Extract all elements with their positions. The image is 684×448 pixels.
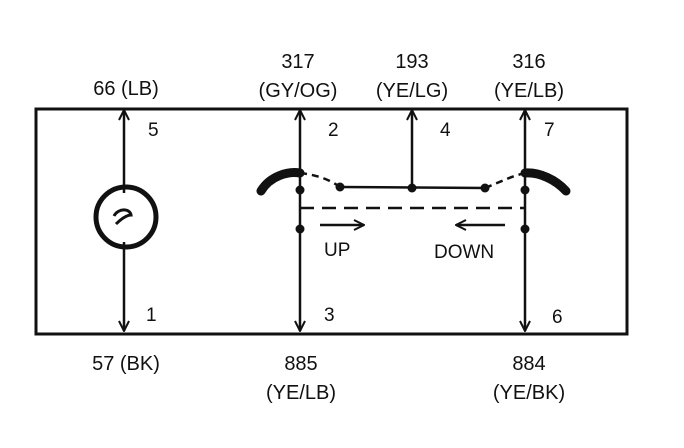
pin-label-6: 6 [552,307,563,328]
contact-dot [335,182,345,192]
contact-dot [480,183,490,193]
left-switch-arc [256,168,305,196]
wire-label-316: 316 [512,51,545,73]
pin-label-5: 5 [148,120,159,141]
contact-dot [520,185,530,195]
left-dashed-link [299,171,341,189]
wire-label-884: 884 [512,353,545,375]
pin-label-7: 7 [544,120,555,141]
pin-label-2: 2 [328,120,339,141]
wire-color-193: (YE/LG) [376,80,448,102]
right-dashed-link [484,171,526,190]
down-label: DOWN [434,242,494,263]
wire-label-885: 885 [284,353,317,375]
pin-label-3: 3 [324,305,335,326]
pin-label-1: 1 [146,305,157,326]
wire-color-317: (GY/OG) [259,80,338,102]
wire-label-317: 317 [281,51,314,73]
contact-dot [295,224,305,234]
wire-color-884: (YE/BK) [493,382,565,404]
lamp-filament [112,208,133,226]
wire-label-57: 57 (BK) [92,353,160,375]
wire-color-885: (YE/LB) [266,382,336,404]
wire-label-193: 193 [395,51,428,73]
contact-dot [520,224,530,234]
wire-color-316: (YE/LB) [494,80,564,102]
right-switch-arc [520,168,571,196]
wire-label-66: 66 (LB) [93,78,159,100]
illumination-lamp-icon [93,184,159,250]
contact-dot [407,183,417,193]
contact-dot [295,185,305,195]
pin-label-4: 4 [440,120,451,141]
switch-housing [34,107,629,336]
up-label: UP [324,240,350,261]
